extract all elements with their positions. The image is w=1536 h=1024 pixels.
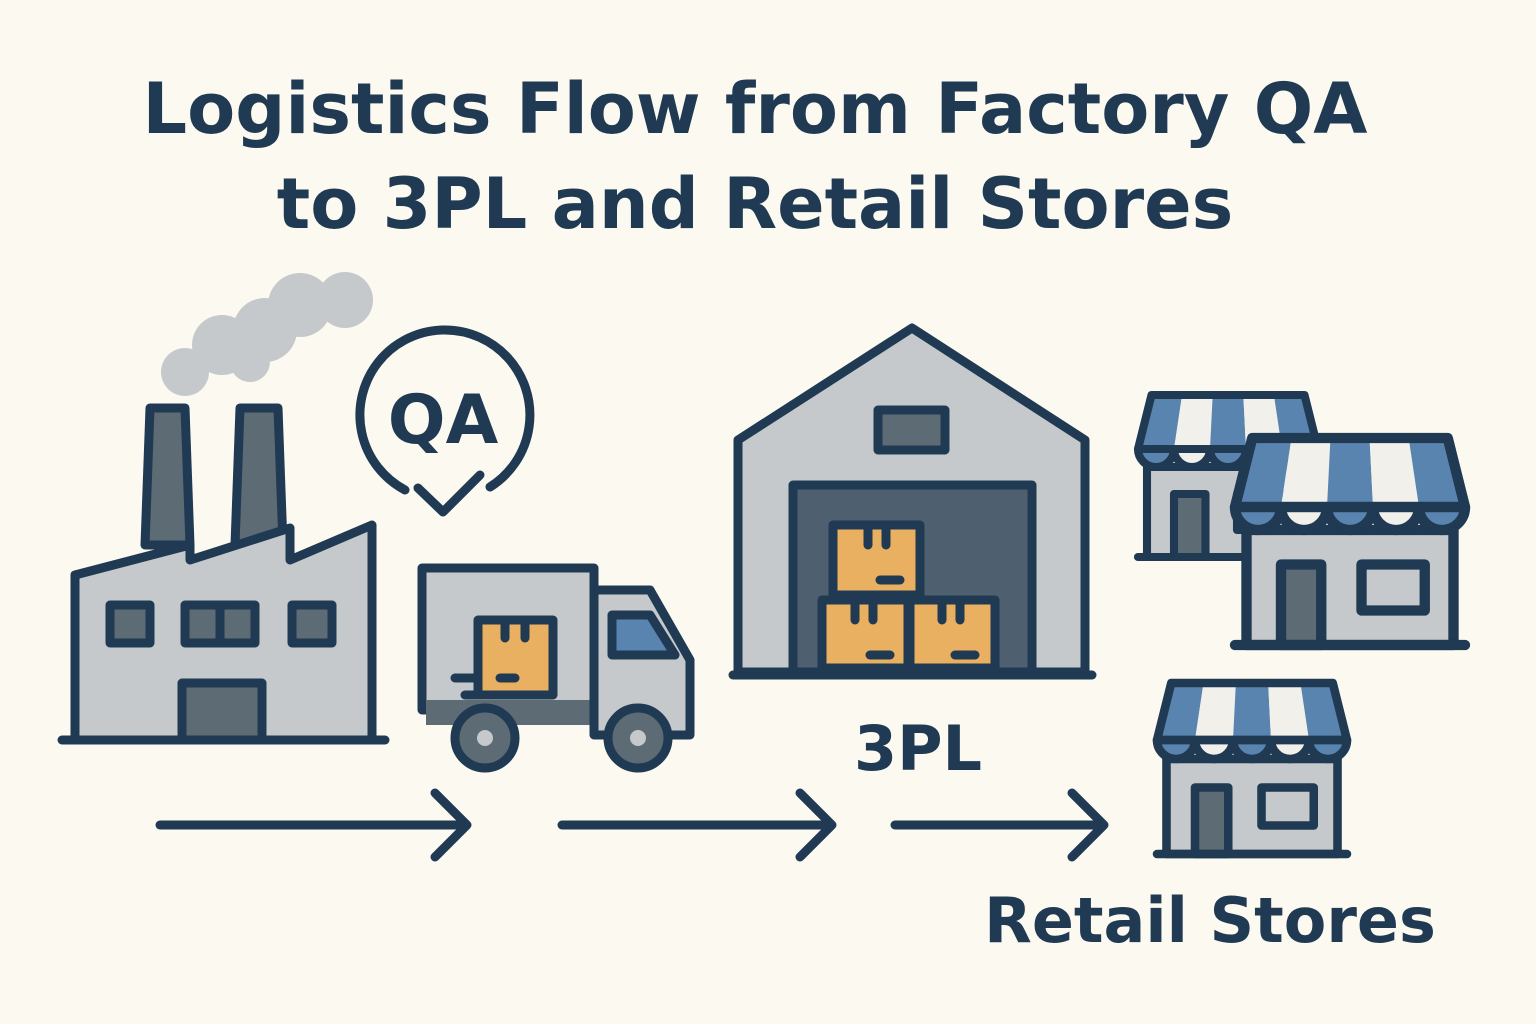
qa-label: QA (388, 381, 499, 460)
arrow-right-icon (557, 788, 837, 862)
box-stack-icon (817, 520, 1000, 673)
store-bottom (1157, 683, 1347, 854)
title-line-2: to 3PL and Retail Stores (277, 163, 1234, 245)
factory-icon (57, 272, 390, 745)
store-icon: Retail Stores (984, 395, 1465, 957)
arrow-right-icon (155, 788, 472, 862)
qa-check-badge-icon: QA (355, 325, 535, 517)
retail-stores-label: Retail Stores (984, 884, 1436, 957)
smoke-icon (161, 272, 373, 396)
delivery-truck-icon (417, 563, 695, 773)
store-front (1235, 438, 1465, 645)
title-line-1: Logistics Flow from Factory QA (143, 68, 1368, 150)
3pl-label: 3PL (854, 712, 982, 785)
arrow-right-icon (890, 788, 1109, 862)
warehouse-icon: 3PL (728, 323, 1097, 785)
